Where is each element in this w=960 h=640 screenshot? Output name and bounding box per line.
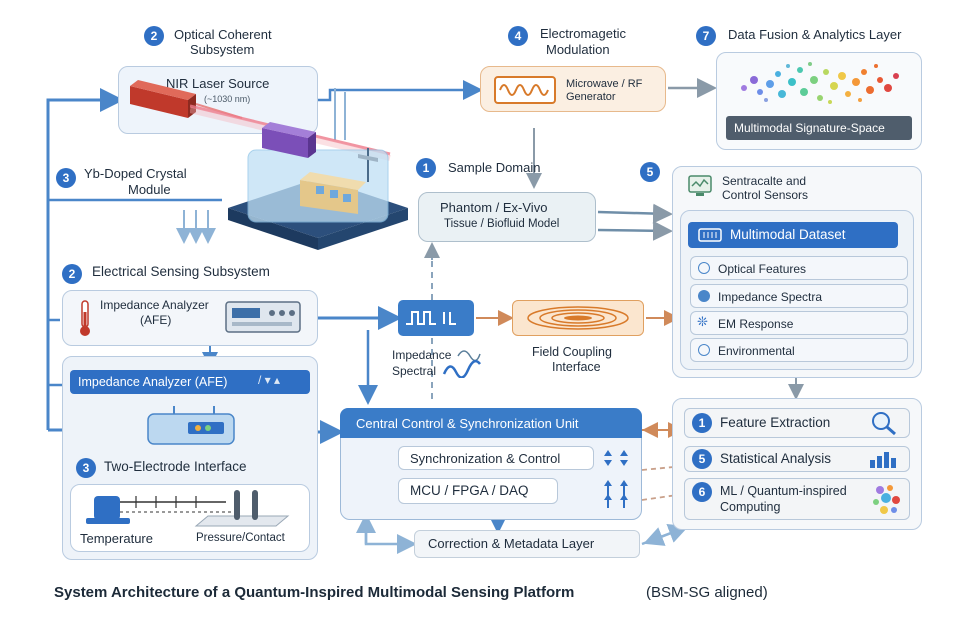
bar-chart-icon [870, 452, 896, 468]
optical-title-line2: Subsystem [190, 42, 255, 57]
signature-space-label: Multimodal Signature-Space [734, 121, 885, 135]
sample-box-line1: Phantom / Ex-Vivo [440, 200, 548, 215]
mcu-box [398, 478, 558, 504]
ml-label-line1: ML / Quantum-inspired [720, 484, 847, 498]
crystal-chamber-icon [228, 122, 408, 250]
sensors-title-line2: Control Sensors [722, 188, 809, 202]
signature-space-badge [726, 116, 912, 140]
signal-block [398, 300, 474, 336]
laser-icon [130, 80, 243, 119]
rf-generator-line2: Generator [566, 91, 616, 103]
em-title-line1: Electromagetic [540, 26, 626, 41]
temperature-label: Temperature [80, 531, 153, 546]
laser-wavelength: (~1030 nm) [204, 94, 251, 104]
caption-suffix: (BSM-SG aligned) [646, 584, 768, 601]
em-title-line2: Modulation [546, 42, 610, 57]
dataset-bar [688, 222, 898, 248]
environmental-icon [698, 344, 710, 356]
analyzer-device-icon [225, 301, 301, 333]
square-wave-icon [406, 311, 456, 325]
sensor-item-optical [690, 256, 908, 280]
analyzer-title: Impedance Analyzer [100, 298, 209, 312]
sensor-item-em-label: EM Response [718, 317, 794, 331]
feature-step-number: 1 [692, 413, 712, 433]
sample-step-number: 1 [416, 158, 436, 178]
fusion-step-number: 7 [696, 26, 716, 46]
optical-features-icon [698, 262, 710, 274]
signature-cloud-icon [741, 62, 899, 104]
spectrum-icon [442, 350, 481, 378]
ml-label-line2: Computing [720, 500, 781, 514]
sensor-monitor-icon [688, 175, 712, 196]
fusion-title: Data Fusion & Analytics Layer [728, 27, 902, 42]
control-updown-arrows-icon [604, 450, 628, 508]
feature-label: Feature Extraction [720, 415, 831, 430]
analyzer-sub: (AFE) [140, 313, 172, 327]
sample-box-line2: Tissue / Biofluid Model [444, 218, 560, 230]
control-title: Central Control & Synchronization Unit [356, 416, 579, 431]
electrical-step-number: 2 [62, 264, 82, 284]
impedance-spectral-line1: Impedance [392, 348, 452, 362]
dataset-icon [698, 228, 722, 242]
mcu-label: MCU / FPGA / DAQ [410, 483, 529, 498]
control-header [340, 408, 642, 438]
quantum-cluster-icon [873, 485, 900, 514]
sensor-item-environmental-label: Environmental [718, 344, 795, 358]
sensors-step-number: 5 [640, 162, 660, 182]
ml-step-number: 6 [692, 482, 712, 502]
waveform-icon [494, 76, 556, 104]
afe-bar-label: Impedance Analyzer (AFE) [78, 375, 228, 389]
sync-box [398, 446, 594, 470]
impedance-spectral-line2: Spectral [392, 364, 437, 378]
thermometer-icon [80, 300, 90, 336]
crystal-title-line1: Yb-Doped Crystal [84, 166, 187, 181]
caption-main: System Architecture of a Quantum-Inspire… [54, 584, 575, 601]
field-coupling-line1: Field Coupling [532, 345, 612, 359]
correction-box [414, 530, 640, 558]
impedance-spectra-icon [698, 290, 710, 302]
field-coupling-line2: Interface [552, 360, 601, 374]
afe-device-icon [147, 406, 235, 445]
correction-label: Correction & Metadata Layer [428, 536, 595, 551]
crystal-title-line2: Module [128, 182, 171, 197]
optical-step-number: 2 [144, 26, 164, 46]
dataset-label: Multimodal Dataset [730, 227, 846, 242]
sync-label: Synchronization & Control [410, 451, 561, 466]
electrode-step-number: 3 [76, 458, 96, 478]
coil-icon [527, 306, 629, 330]
magnifier-icon [872, 412, 896, 436]
sample-title: Sample Domain [448, 160, 541, 175]
afe-bar[interactable] [70, 370, 310, 394]
em-response-icon: ❊ [697, 314, 708, 329]
pressure-label: Pressure/Contact [196, 532, 285, 544]
statistical-label: Statistical Analysis [720, 451, 832, 466]
sensors-title-line1: Sentracalte and [722, 174, 807, 188]
sample-box [418, 192, 596, 242]
crystal-step-number: 3 [56, 168, 76, 188]
rf-generator-line1: Microwave / RF [566, 78, 643, 90]
sensor-item-environmental [690, 338, 908, 362]
sensor-item-em [690, 311, 908, 335]
afe-dropdown-icon[interactable]: / ▾ ▴ [258, 373, 281, 387]
optical-title-line1: Optical Coherent [174, 27, 272, 42]
sensor-item-impedance-label: Impedance Spectra [718, 290, 823, 304]
sensor-item-optical-label: Optical Features [718, 262, 807, 276]
em-step-number: 4 [508, 26, 528, 46]
electrode-title: Two-Electrode Interface [104, 459, 247, 474]
electrical-title: Electrical Sensing Subsystem [92, 264, 270, 279]
sensor-item-impedance [690, 284, 908, 308]
statistical-step-number: 5 [692, 449, 712, 469]
analytics-item-ml [684, 478, 910, 520]
laser-title: NIR Laser Source [166, 76, 270, 91]
electrode-schematic-icon [86, 490, 290, 527]
